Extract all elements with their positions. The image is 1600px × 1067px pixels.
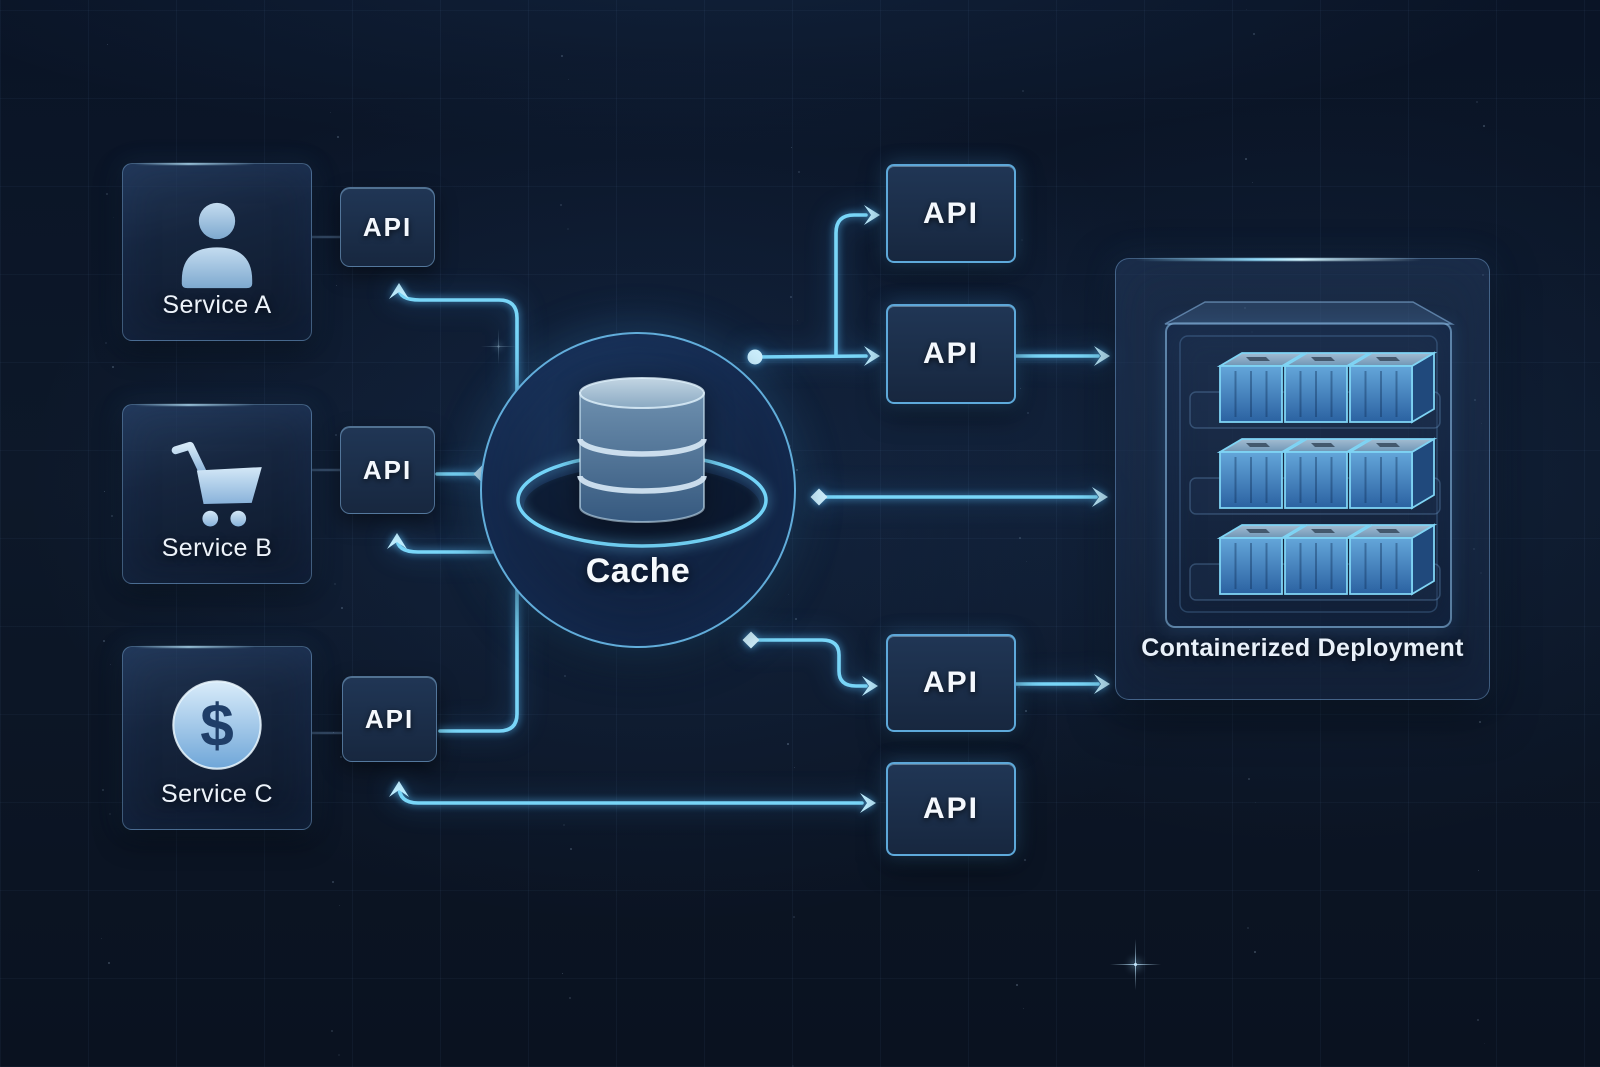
cache-label: Cache bbox=[585, 552, 691, 590]
api-label: API bbox=[364, 703, 415, 734]
service-label: Service B bbox=[161, 534, 273, 562]
service-c-box: $ Service C bbox=[122, 646, 312, 830]
api-label: API bbox=[922, 337, 979, 370]
api-box-left-1: API bbox=[340, 187, 435, 267]
server-rack bbox=[1165, 322, 1452, 628]
api-label: API bbox=[362, 211, 413, 242]
api-box-left-2: API bbox=[340, 426, 435, 514]
api-label: API bbox=[922, 792, 979, 825]
api-label: API bbox=[922, 196, 979, 230]
deployment-label: Containerized Deployment bbox=[1141, 634, 1464, 662]
flow-apiC-api4-link bbox=[397, 784, 864, 805]
service-label: Service C bbox=[161, 780, 273, 808]
api-label: API bbox=[362, 454, 413, 485]
service-api-links bbox=[312, 235, 342, 735]
service-a-box: Service A bbox=[122, 163, 312, 341]
database-icon bbox=[516, 377, 768, 548]
api-box-left-3: API bbox=[342, 676, 437, 762]
service-label: Service A bbox=[162, 291, 272, 319]
user-icon bbox=[181, 202, 253, 289]
sparkle-star bbox=[1110, 939, 1161, 990]
sparkle-star bbox=[480, 328, 517, 365]
api-box-right-1: API bbox=[886, 164, 1016, 263]
api-label: API bbox=[922, 666, 979, 699]
svg-text:$: $ bbox=[200, 691, 234, 759]
api-box-right-2: API bbox=[886, 304, 1016, 404]
dollar-icon: $ bbox=[172, 680, 262, 770]
flow-cache-to-apiB bbox=[395, 536, 494, 554]
cache-node: Cache bbox=[480, 332, 796, 648]
api-box-right-3: API bbox=[886, 634, 1016, 732]
service-b-box: Service B bbox=[122, 404, 312, 584]
flow-branch-to-api1 bbox=[834, 213, 868, 358]
cart-icon bbox=[171, 441, 262, 527]
api-box-right-4: API bbox=[886, 762, 1016, 856]
